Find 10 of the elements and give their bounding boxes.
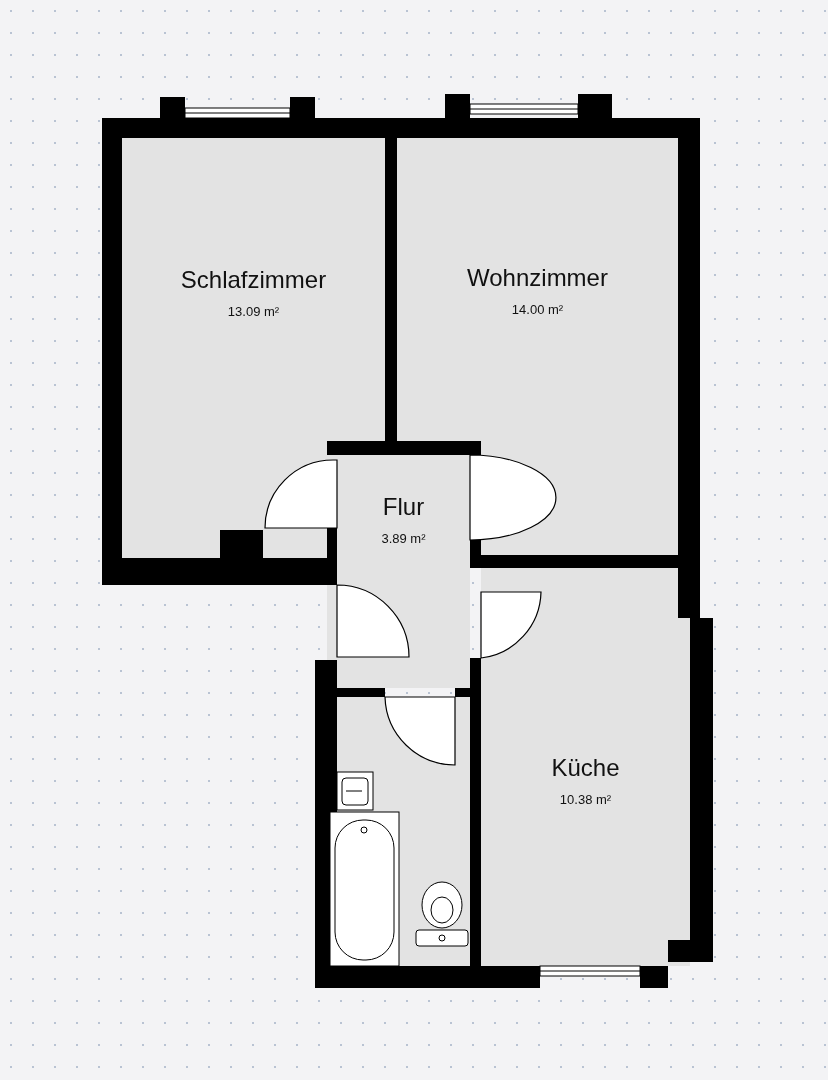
room-area-label: 14.00 m² xyxy=(511,302,564,317)
room-area-label: 10.38 m² xyxy=(559,792,612,807)
room-name: Schlafzimmer xyxy=(180,266,327,294)
room-area-label: 3.89 m² xyxy=(381,531,426,546)
room-name: Wohnzimmer xyxy=(467,264,608,292)
room-area xyxy=(397,138,678,441)
room-name: Flur xyxy=(382,493,425,521)
room-name: Küche xyxy=(551,754,620,782)
room-area xyxy=(481,568,690,966)
room-area-label: 13.09 m² xyxy=(227,304,280,319)
